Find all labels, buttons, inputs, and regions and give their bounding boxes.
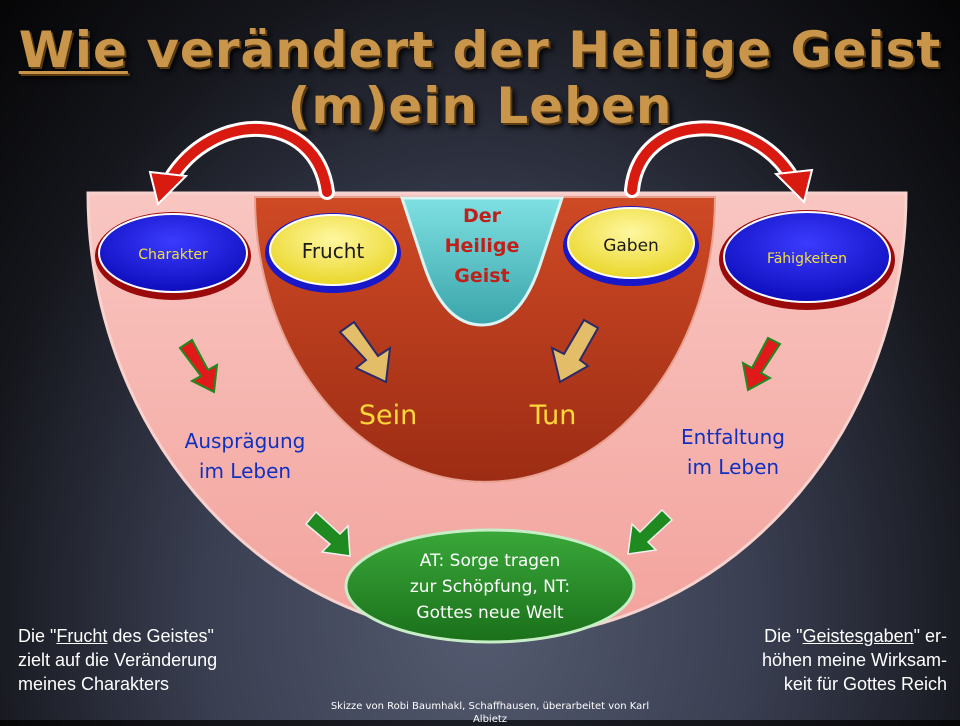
schoepfung-line2: zur Schöpfung, NT: xyxy=(410,577,570,597)
note-left-line3: meines Charakters xyxy=(18,674,170,694)
schoepfung-line1: AT: Sorge tragen xyxy=(420,551,561,571)
holy-spirit-cup xyxy=(399,196,565,327)
green-arrow-left-icon xyxy=(304,510,351,557)
gaben-ellipse: Gaben xyxy=(563,206,699,286)
note-left-link[interactable]: Frucht xyxy=(56,626,108,646)
note-right-link[interactable]: Geistesgaben xyxy=(802,626,914,646)
note-right-line2: höhen meine Wirksam- xyxy=(761,650,947,670)
note-left-pre: Die " xyxy=(18,626,57,646)
gaben-label: Gaben xyxy=(603,236,659,256)
note-left-post: des Geistes" xyxy=(107,626,214,646)
frucht-ellipse: Frucht xyxy=(265,213,401,293)
note-right-line3: keit für Gottes Reich xyxy=(783,674,947,694)
tan-arrow-left-icon xyxy=(338,320,392,384)
curved-arrow-left-icon xyxy=(148,120,335,206)
charakter-label: Charakter xyxy=(138,247,208,263)
auspraegung-line1: Ausprägung xyxy=(185,429,306,453)
holy-spirit-line1: Der xyxy=(463,205,502,227)
page-title: Wie verändert der Heilige Geist (m)ein L… xyxy=(0,22,960,134)
red-arrow-right-icon xyxy=(741,336,782,392)
credit-line1: Skizze von Robi Baumhakl, Schaffhausen, … xyxy=(330,701,650,712)
note-left-line2: zielt auf die Veränderung xyxy=(18,650,218,670)
tun-label: Tun xyxy=(529,400,577,431)
sein-label: Sein xyxy=(359,400,417,431)
note-frucht: Die "Frucht des Geistes" zielt auf die V… xyxy=(18,624,263,696)
note-geistesgaben: Die "Geistesgaben" er- höhen meine Wirks… xyxy=(712,624,947,696)
auspraegung-line2: im Leben xyxy=(199,459,291,483)
holy-spirit-line2: Heilige xyxy=(445,235,520,257)
title-line1-rest: verändert der Heilige Geist xyxy=(127,21,942,79)
tan-arrow-right-icon xyxy=(550,318,600,384)
red-arrow-left-icon xyxy=(178,338,219,394)
green-arrow-right-icon xyxy=(627,508,674,555)
schoepfung-ellipse: AT: Sorge tragen zur Schöpfung, NT: Gott… xyxy=(344,528,636,644)
frucht-label: Frucht xyxy=(302,239,365,263)
note-right-pre: Die " xyxy=(764,626,803,646)
title-word-wie: Wie xyxy=(18,21,128,79)
charakter-ellipse: Charakter xyxy=(95,212,251,300)
schoepfung-line3: Gottes neue Welt xyxy=(416,603,563,623)
faehigkeiten-label: Fähigkeiten xyxy=(767,251,847,267)
entfaltung-line2: im Leben xyxy=(687,455,779,479)
note-right-post: " er- xyxy=(913,626,947,646)
holy-spirit-line3: Geist xyxy=(454,265,509,287)
faehigkeiten-ellipse: Fähigkeiten xyxy=(719,210,895,310)
entfaltung-line1: Entfaltung xyxy=(681,425,785,449)
credit-text: Skizze von Robi Baumhakl, Schaffhausen, … xyxy=(300,700,680,726)
curved-arrow-right-icon xyxy=(624,120,814,204)
title-line2: (m)ein Leben xyxy=(287,77,673,135)
